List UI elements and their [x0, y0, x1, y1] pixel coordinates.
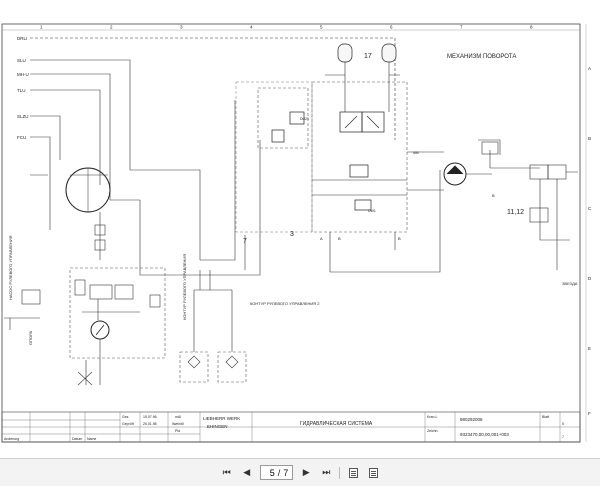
svg-text:Gez.: Gez. [122, 415, 129, 419]
svg-text:Zeichn.: Zeichn. [427, 429, 439, 433]
filter-box-left [179, 351, 209, 383]
filter-box-right [217, 351, 247, 383]
pdf-page-toolbar: ⏮ ◀ / 7 ▶ ⏭ [0, 458, 600, 486]
copy-document-icon[interactable] [366, 466, 380, 480]
sheet-total: 7 [562, 435, 564, 439]
date-checked: 26.01.98 [143, 422, 157, 426]
svg-text:Blatt: Blatt [542, 415, 549, 419]
current-page-input[interactable] [264, 467, 275, 478]
svg-text:A: A [588, 66, 591, 71]
svg-text:Ilweint0: Ilweint0 [172, 422, 184, 426]
label-b2: B [398, 236, 401, 241]
signal-slu: SLU [17, 58, 26, 63]
label-left-small: ОПОРА [28, 331, 33, 345]
svg-text:C: C [588, 206, 592, 211]
signal-labels: DRLI SLU MH-U TLU SLZU FCU [17, 36, 29, 140]
svg-text:E: E [588, 346, 591, 351]
svg-text:Kran-L: Kran-L [427, 415, 438, 419]
svg-text:Geprüft: Geprüft [122, 422, 134, 426]
label-circuit-mid: КОНТУР РУЛЕВОГО УПРАВЛЕНИЯ [182, 254, 187, 320]
company-name: LIEBHERR WERK [203, 416, 240, 421]
code-du: DU21 [300, 117, 309, 121]
label-right-small: ЗВЕЗДА [562, 281, 578, 286]
label-b1: B [338, 236, 341, 241]
pump-unit-box [69, 267, 166, 359]
control-block-outer [235, 81, 313, 233]
svg-text:Datum: Datum [72, 437, 82, 441]
drawing-title: ГИДРАВЛИЧЕСКАЯ СИСТЕМА [300, 421, 373, 427]
svg-text:B: B [588, 136, 591, 141]
label-a1: A [320, 236, 323, 241]
total-pages: 7 [283, 467, 289, 478]
sheet-number: 5 [562, 422, 564, 426]
left-valve [21, 289, 41, 305]
signal-fcu: FCU [17, 135, 26, 140]
grid-letters: A B C D E F [588, 66, 592, 416]
hydraulic-schematic: 1 2 3 4 5 6 7 8 A B C D E F DRLI SLU MH-… [1, 23, 592, 443]
svg-text:D: D [588, 276, 592, 281]
signal-mhu: MH-U [17, 72, 29, 77]
control-block-main [311, 81, 408, 233]
next-page-icon[interactable]: ▶ [302, 467, 310, 477]
page-number-field: / 7 [259, 465, 294, 480]
signal-drli: DRLI [17, 36, 27, 41]
svg-text:6: 6 [390, 25, 393, 30]
svg-text:Pla: Pla [175, 429, 180, 433]
svg-text:7: 7 [460, 25, 463, 30]
svg-text:5: 5 [320, 25, 323, 30]
svg-text:4: 4 [250, 25, 253, 30]
svg-text:8: 8 [530, 25, 533, 30]
code-mm: MM [413, 151, 419, 155]
svg-text:1: 1 [40, 25, 43, 30]
section-title: МЕХАНИЗМ ПОВОРОТА [447, 54, 516, 60]
document-viewer: 1 2 3 4 5 6 7 8 A B C D E F DRLI SLU MH-… [1, 23, 592, 443]
svg-text:mAl: mAl [175, 415, 181, 419]
svg-text:Name: Name [87, 437, 96, 441]
signal-slzu: SLZU [17, 114, 29, 119]
control-block-left [257, 87, 309, 149]
previous-page-icon[interactable]: ◀ [243, 467, 251, 477]
number-7: 7 [243, 238, 247, 245]
date-created: 15.07.96 [143, 415, 157, 419]
document-view-icon[interactable] [346, 466, 360, 480]
svg-text:3: 3 [180, 25, 183, 30]
toolbar-divider [339, 466, 341, 479]
number-17: 17 [364, 53, 372, 60]
number-3: 3 [290, 231, 294, 238]
label-pump-left: НАСОС РУЛЕВОГО УПРАВЛЕНИЯ [8, 235, 13, 300]
first-page-icon[interactable]: ⏮ [222, 467, 231, 477]
signal-tlu: TLU [17, 88, 26, 93]
label-b-right: B [492, 193, 495, 198]
svg-text:F: F [588, 411, 591, 416]
right-lower-valve [529, 207, 549, 223]
last-page-icon[interactable]: ⏭ [322, 467, 331, 477]
grid-numbers: 1 2 3 4 5 6 7 8 [40, 25, 533, 30]
label-circuit-mid2: КОНТУР РУЛЕВОГО УПРАВЛЕНИЯ 2 [250, 301, 320, 306]
company-city: EHINGEN [207, 424, 228, 429]
code-dw: DW1 [368, 209, 376, 213]
accumulators [337, 43, 397, 63]
signal-lines [30, 37, 396, 260]
number-11-12: 11,12 [507, 209, 524, 216]
svg-text:2: 2 [110, 25, 113, 30]
title-block: Anderung Datum Name Gez. Geprüft 15.07.9… [1, 411, 581, 443]
drawing-number: 9323470,00,00,001+003 [460, 432, 509, 437]
page-separator: / [277, 467, 281, 478]
crane-id: 980292008 [460, 417, 483, 422]
svg-text:Anderung: Anderung [4, 437, 19, 441]
